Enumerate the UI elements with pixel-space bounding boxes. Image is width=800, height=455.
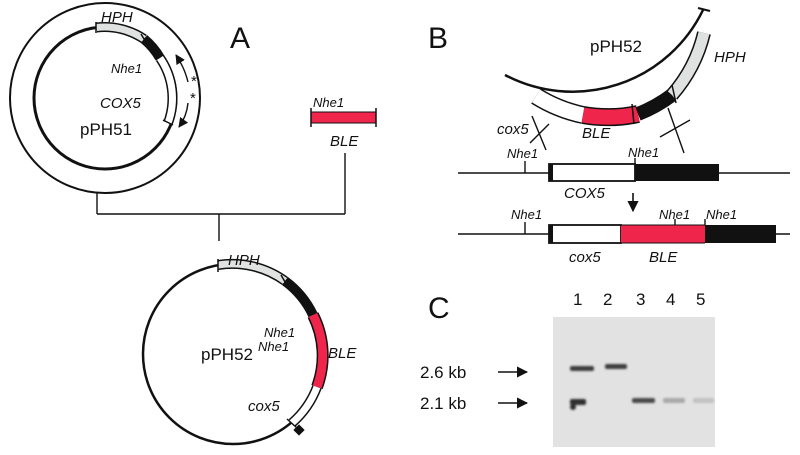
recomb-nhe1-right: Nhe1	[706, 207, 737, 222]
plasmid-pph52: HPH Nhe1 Nhe1 BLE cox5 pPH52	[141, 252, 357, 446]
band-lane1-2.6kb	[570, 366, 594, 371]
panel-label-b: B	[428, 22, 448, 55]
primer-mark-2: *	[190, 90, 196, 107]
pph51-hph-label: HPH	[101, 9, 133, 26]
pph51-outer-circle	[9, 2, 201, 194]
crossover-marks	[529, 107, 691, 154]
locus-cox5-label: COX5	[564, 185, 606, 202]
band-lane3-2.1kb	[632, 398, 655, 403]
wildtype-locus: Nhe1 Nhe1 COX5	[458, 145, 790, 202]
primer-arrow-lower	[178, 102, 189, 128]
lane-label-5: 5	[696, 290, 705, 309]
pph52-black-segment	[281, 276, 318, 318]
pph52-diamond-marker	[293, 424, 305, 436]
lane-label-4: 4	[666, 290, 675, 309]
pph52-nhe1-label-1: Nhe1	[264, 325, 295, 340]
pph52-hph-label: HPH	[228, 252, 260, 269]
band-lane1-2.1kb	[570, 399, 586, 405]
locus-black-box	[635, 164, 719, 181]
pph51-cox5-label: COX5	[100, 95, 142, 112]
arc-hph-label: HPH	[714, 49, 746, 66]
arc-black-segment	[635, 89, 677, 121]
pph51-nhe1-label: Nhe1	[111, 61, 142, 76]
recomb-black-box	[705, 225, 776, 243]
lane-label-1: 1	[573, 290, 582, 309]
band-lane4-2.1kb	[663, 398, 685, 403]
plasmid-pph51: HPH Nhe1 COX5 pPH51 * *	[9, 2, 201, 194]
pph52-ble-label: BLE	[328, 345, 357, 362]
recomb-nhe1-left: Nhe1	[511, 207, 542, 222]
marker-label-2.6kb: 2.6 kb	[420, 363, 466, 382]
pph52-name: pPH52	[201, 345, 253, 364]
recomb-cox5-box	[548, 224, 622, 244]
marker-label-2.1kb: 2.1 kb	[420, 394, 466, 413]
arc-cox5-label: cox5	[497, 121, 529, 138]
gel-image	[553, 317, 715, 447]
primer-arrow-upper	[175, 54, 189, 83]
recomb-cox5-label: cox5	[569, 249, 601, 266]
band-lane2-2.6kb	[605, 364, 627, 369]
recomb-ble-box	[621, 225, 705, 243]
lane-label-2: 2	[603, 290, 612, 309]
recomb-ble-label: BLE	[649, 249, 678, 266]
gel-panel: 1 2 3 4 5 2.6 kb 2.1 kb	[420, 290, 715, 447]
ble-fragment: Nhe1 BLE	[310, 95, 377, 150]
locus-nhe1-left: Nhe1	[507, 146, 538, 161]
locus-cox5-box	[548, 163, 636, 182]
arc-ble-label: BLE	[582, 125, 611, 142]
recomb-nhe1-mid: Nhe1	[659, 207, 690, 222]
pph52-arc: pPH52 HPH cox5 BLE	[497, 7, 746, 142]
ligation-connector	[96, 153, 346, 241]
pph51-name: pPH51	[80, 120, 132, 139]
ble-fragment-bar	[311, 112, 376, 123]
fragment-ble-label: BLE	[330, 133, 359, 150]
panel-label-a: A	[230, 22, 250, 55]
panel-label-c: C	[428, 292, 450, 325]
pph52-nhe1-label-2: Nhe1	[258, 339, 289, 354]
primer-mark-1: *	[191, 73, 197, 90]
pph52-arc-name: pPH52	[590, 37, 642, 56]
pph52-cox5-label: cox5	[248, 398, 280, 415]
band-lane5-2.1kb	[693, 398, 714, 403]
recombinant-locus: Nhe1 Nhe1 Nhe1 cox5 BLE	[458, 207, 790, 266]
fragment-nhe1-label: Nhe1	[313, 95, 344, 110]
lane-label-3: 3	[636, 290, 645, 309]
locus-nhe1-right: Nhe1	[628, 145, 659, 160]
